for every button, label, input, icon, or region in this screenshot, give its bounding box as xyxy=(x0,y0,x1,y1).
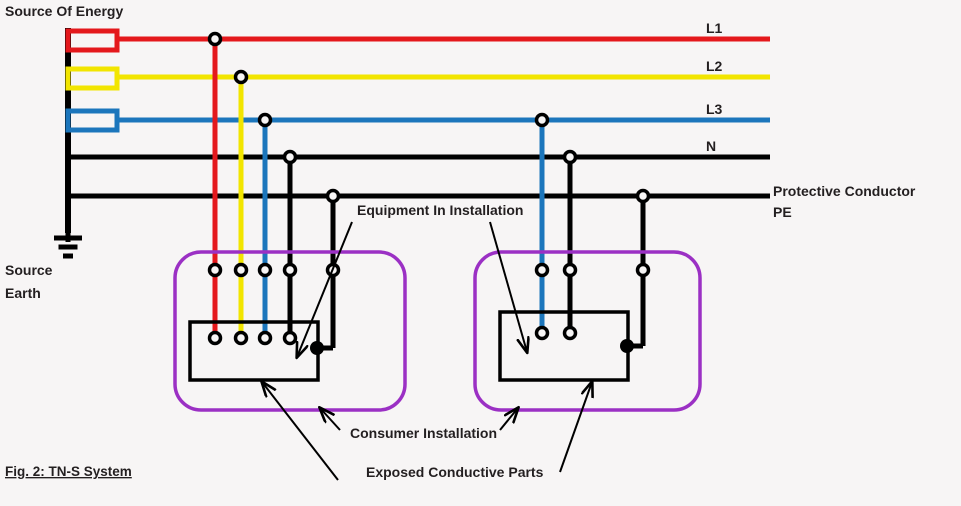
installation-right-tap-N xyxy=(562,149,578,165)
exposed-conductive-parts-arrow-2 xyxy=(559,382,592,473)
installation-left-tap-PE xyxy=(325,188,341,204)
equipment-in-installation-label: Equipment In Installation xyxy=(357,202,523,218)
consumer-installation-arrow-2 xyxy=(499,408,518,431)
installation-left-boundary-terminal-L3 xyxy=(257,262,273,278)
installation-left-equipment-terminal-L2 xyxy=(233,330,249,346)
installation-right-tap-PE xyxy=(635,188,651,204)
consumer-installation-label: Consumer Installation xyxy=(350,425,497,441)
installation-left-equipment-terminal-L3 xyxy=(257,330,273,346)
source-earth-symbol-group xyxy=(54,229,82,259)
conductor-label-L1: L1 xyxy=(706,20,723,36)
conductor-label-L2: L2 xyxy=(706,58,723,74)
terminals-group xyxy=(207,31,651,355)
installation-left-boundary xyxy=(173,250,407,412)
equipment-in-installation-arrow-1 xyxy=(297,221,353,357)
installation-right-boundary xyxy=(473,250,702,412)
installation-right-pe-bond-dot xyxy=(620,339,634,353)
source-earth-label-line2: Earth xyxy=(5,285,41,301)
installation-right-equipment-terminal-L3 xyxy=(534,325,550,341)
conductor-label-L3: L3 xyxy=(706,101,723,117)
installation-left-tap-L2 xyxy=(233,69,249,85)
distribution-conductors-group xyxy=(68,36,770,199)
exposed-conductive-parts-arrow-1 xyxy=(262,382,339,481)
installation-left-pe-bond-dot xyxy=(310,341,324,355)
installation-left-boundary-terminal-L1 xyxy=(207,262,223,278)
installation-left-equipment-terminal-L1 xyxy=(207,330,223,346)
annotation-arrows-group xyxy=(262,221,592,481)
installation-left-tap-L3 xyxy=(257,112,273,128)
protective-conductor-label: Protective Conductor xyxy=(773,183,916,199)
installation-left-tap-N xyxy=(282,149,298,165)
installation-left-equipment-terminal-N xyxy=(282,330,298,346)
source-earth-label-line1: Source xyxy=(5,262,53,278)
installation-right-tap-L3 xyxy=(534,112,550,128)
installation-left-tap-L1 xyxy=(207,31,223,47)
installation-boundaries-group xyxy=(173,250,702,412)
installation-right-boundary-terminal-PE xyxy=(635,262,651,278)
pe-label: PE xyxy=(773,204,792,220)
installation-right-equipment-terminal-N xyxy=(562,325,578,341)
source-of-energy-label: Source Of Energy xyxy=(5,3,123,19)
installation-left-boundary-terminal-L2 xyxy=(233,262,249,278)
installation-left-boundary-terminal-N xyxy=(282,262,298,278)
installation-right-boundary-terminal-N xyxy=(562,262,578,278)
installation-right-boundary-terminal-L3 xyxy=(534,262,550,278)
exposed-conductive-parts-label: Exposed Conductive Parts xyxy=(366,464,544,480)
consumer-installation-arrow-1 xyxy=(320,408,341,431)
figure-caption: Fig. 2: TN-S System xyxy=(5,464,132,479)
conductor-label-N: N xyxy=(706,138,716,154)
equipment-in-installation-arrow-2 xyxy=(489,221,527,352)
